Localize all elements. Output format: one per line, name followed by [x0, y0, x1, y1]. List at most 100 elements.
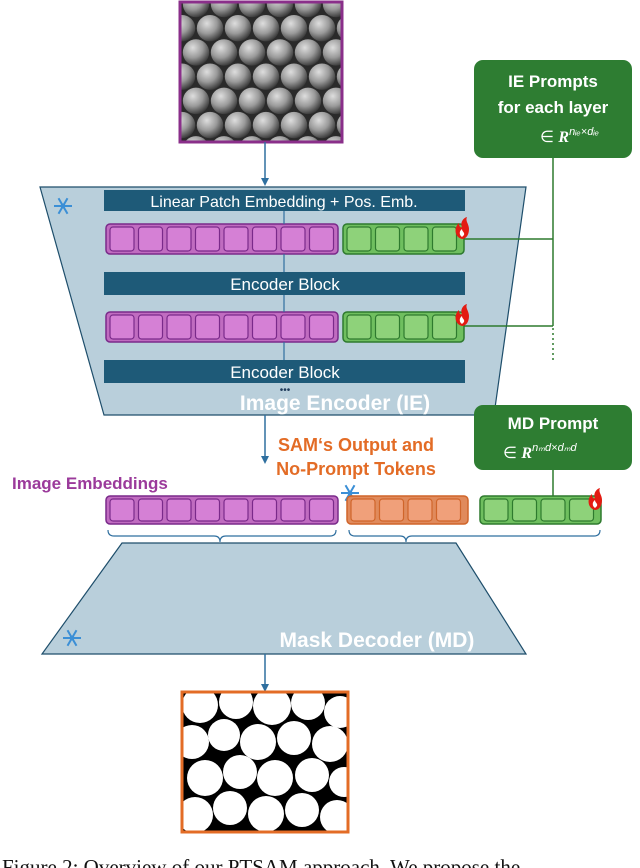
bead-particle	[252, 111, 280, 139]
mask-particle	[253, 692, 291, 725]
bead-particle	[365, 112, 391, 138]
bead-particle	[351, 136, 377, 162]
token-cell	[166, 226, 192, 252]
bead-particle	[180, 2, 182, 10]
mask-particle	[213, 791, 247, 825]
bead-particle	[224, 15, 252, 42]
mask-particle	[295, 758, 329, 792]
bead-particle	[351, 0, 377, 17]
token-cell	[109, 226, 135, 252]
bead-particle	[196, 63, 224, 90]
image-token-row-2	[105, 311, 339, 343]
mask-particle	[285, 793, 319, 827]
md-formula-sup: nₘd×dₘd	[532, 442, 577, 454]
mask-decoder-block	[40, 542, 528, 655]
bead-particle	[213, 136, 235, 142]
md-prompt-box	[474, 405, 632, 470]
bead-particle	[182, 39, 210, 66]
bead-particle	[238, 39, 266, 66]
image-embeddings-label: Image Embeddings	[12, 474, 168, 493]
token-cell	[280, 314, 306, 340]
token-cell	[109, 314, 135, 340]
encoder-block-1-label: Encoder Block	[230, 275, 340, 294]
encoder-block-2	[104, 360, 465, 383]
token-cell	[308, 314, 335, 340]
bead-particle	[180, 63, 196, 90]
bead-particle	[309, 160, 335, 186]
token-cell	[194, 498, 221, 522]
ie-prompt-token-row-1	[342, 223, 465, 255]
bead-particle	[266, 87, 294, 115]
ie-formula-sup: nᵢₑ×dᵢₑ	[569, 126, 599, 138]
figure-caption: Figure 2: Overview of our PTSAM approach…	[2, 855, 521, 868]
token-cell	[251, 226, 278, 252]
token-cell	[346, 314, 372, 340]
bead-particle	[210, 2, 238, 18]
token-cell	[137, 498, 164, 522]
image-embedding-tokens	[105, 495, 339, 525]
mask-particle	[291, 692, 325, 720]
ie-formula-base: R	[557, 129, 569, 146]
bead-particle	[210, 87, 238, 115]
bead-particle	[269, 136, 291, 142]
mask-particle	[219, 692, 253, 719]
token-cell	[251, 314, 278, 340]
flame-icon	[588, 488, 602, 510]
token-cell	[308, 226, 335, 252]
ie-prompt-token-row-2	[342, 311, 465, 343]
bead-particle	[281, 160, 307, 186]
bead-particle	[252, 63, 280, 90]
token-cell	[280, 226, 306, 252]
sam-output-label-line1: SAM‘s Output and	[278, 435, 434, 455]
sam-output-label-line2: No-Prompt Tokens	[276, 459, 436, 479]
bead-particle	[351, 88, 377, 114]
mask-particle	[324, 696, 348, 728]
bead-particle	[365, 160, 391, 186]
bead-particle	[266, 2, 294, 18]
md-formula-base: R	[520, 445, 532, 462]
bead-particle	[322, 87, 342, 115]
token-cell	[350, 498, 376, 522]
token-cell	[223, 498, 249, 522]
mask-particle	[187, 760, 223, 796]
mask-particle	[257, 760, 293, 796]
bead-particle	[185, 136, 207, 142]
bead-particle	[196, 111, 224, 139]
token-cell	[511, 498, 538, 522]
token-cell	[109, 498, 135, 522]
token-cell	[194, 314, 221, 340]
bead-particle	[337, 160, 363, 186]
bead-particle	[322, 39, 342, 66]
token-cell	[407, 498, 433, 522]
bead-particle	[294, 2, 322, 18]
ie-prompts-box	[474, 60, 632, 158]
bead-particle	[266, 39, 294, 66]
mask-particle	[277, 721, 311, 755]
bead-particle	[308, 15, 336, 42]
bead-particle	[238, 2, 266, 18]
token-cell	[568, 498, 595, 522]
bead-particle	[252, 15, 280, 42]
bead-particle	[180, 111, 196, 139]
bead-particle	[169, 160, 195, 186]
ie-prompts-title: IE Prompts	[508, 72, 598, 91]
image-token-row-1	[105, 223, 339, 255]
md-prompt-formula: ∈ Rnₘd×dₘd	[503, 442, 578, 462]
md-prompt-title: MD Prompt	[508, 414, 599, 433]
bead-particle	[280, 15, 308, 42]
mask-particle	[223, 755, 257, 789]
encoder-block-1	[104, 272, 465, 295]
bead-particle	[197, 160, 223, 186]
bead-particle	[224, 63, 252, 90]
sam-output-tokens	[346, 495, 469, 525]
token-cell	[137, 226, 164, 252]
ie-formula-prefix: ∈	[540, 129, 558, 146]
token-cell	[166, 498, 192, 522]
bead-particle	[182, 87, 210, 115]
bead-particle	[224, 111, 252, 139]
bead-particle	[294, 87, 322, 115]
mask-particle	[182, 797, 213, 832]
token-cell	[308, 498, 335, 522]
mask-particle	[240, 724, 276, 760]
